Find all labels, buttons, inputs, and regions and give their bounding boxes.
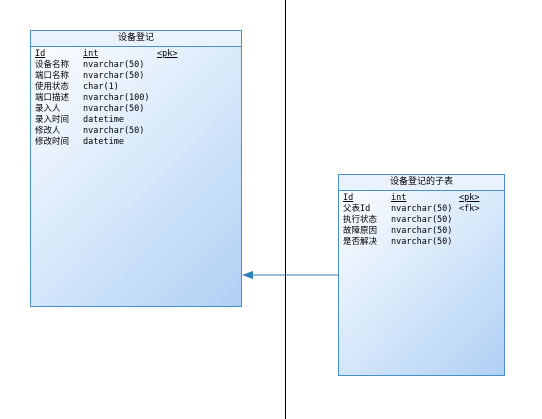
column-row: Id int <pk> [343, 193, 504, 204]
column-row: 录入人 nvarchar(50) [35, 104, 241, 115]
column-key: <fk> [459, 204, 480, 214]
column-name: 端口名称 [35, 71, 70, 81]
column-row: 使用状态 char(1) [35, 82, 241, 93]
column-name: 父表Id [343, 204, 371, 214]
column-name: 修改人 [35, 126, 61, 136]
column-type: nvarchar(50) [391, 226, 453, 236]
column-name: 故障原因 [343, 226, 378, 236]
column-row: 端口描述 nvarchar(100) [35, 93, 241, 104]
entity-device-registration[interactable]: 设备登记 Id int <pk> 设备名称 nvarchar(50) 端口名称 nvarch… [30, 30, 242, 307]
column-type: nvarchar(50) [83, 71, 145, 81]
column-row: Id int <pk> [35, 49, 241, 60]
column-row: 录入时间 datetime [35, 115, 241, 126]
column-type: nvarchar(50) [83, 126, 145, 136]
column-type: int [391, 193, 407, 203]
entity-title: 设备登记的子表 [339, 175, 504, 191]
column-key: <pk> [459, 193, 480, 203]
connector-arrowhead [242, 271, 253, 279]
column-type: datetime [83, 137, 124, 147]
column-name: 是否解决 [343, 237, 378, 247]
column-type: int [83, 49, 99, 59]
entity-columns: Id int <pk> 设备名称 nvarchar(50) 端口名称 nvarchar(50… [31, 47, 241, 148]
column-type: nvarchar(50) [391, 237, 453, 247]
column-row: 修改人 nvarchar(50) [35, 126, 241, 137]
column-type: nvarchar(50) [391, 204, 453, 214]
column-name: Id [35, 49, 46, 59]
column-type: datetime [83, 115, 124, 125]
column-row: 父表Id nvarchar(50) <fk> [343, 204, 504, 215]
column-type: char(1) [83, 82, 119, 92]
column-name: 使用状态 [35, 82, 70, 92]
column-type: nvarchar(50) [391, 215, 453, 225]
page-divider-line [285, 0, 286, 419]
column-row: 是否解决 nvarchar(50) [343, 237, 504, 248]
column-type: nvarchar(100) [83, 93, 150, 103]
column-type: nvarchar(50) [83, 104, 145, 114]
column-name: 录入时间 [35, 115, 70, 125]
column-row: 执行状态 nvarchar(50) [343, 215, 504, 226]
column-row: 修改时间 datetime [35, 137, 241, 148]
column-name: 修改时间 [35, 137, 70, 147]
entity-columns: Id int <pk> 父表Id nvarchar(50) <fk> 执行状态 nvarcha… [339, 191, 504, 248]
column-name: Id [343, 193, 354, 203]
column-row: 故障原因 nvarchar(50) [343, 226, 504, 237]
column-row: 设备名称 nvarchar(50) [35, 60, 241, 71]
column-row: 端口名称 nvarchar(50) [35, 71, 241, 82]
column-type: nvarchar(50) [83, 60, 145, 70]
column-name: 执行状态 [343, 215, 378, 225]
column-key: <pk> [157, 49, 178, 59]
entity-title: 设备登记 [31, 31, 241, 47]
column-name: 设备名称 [35, 60, 70, 70]
column-name: 录入人 [35, 104, 61, 114]
column-name: 端口描述 [35, 93, 70, 103]
